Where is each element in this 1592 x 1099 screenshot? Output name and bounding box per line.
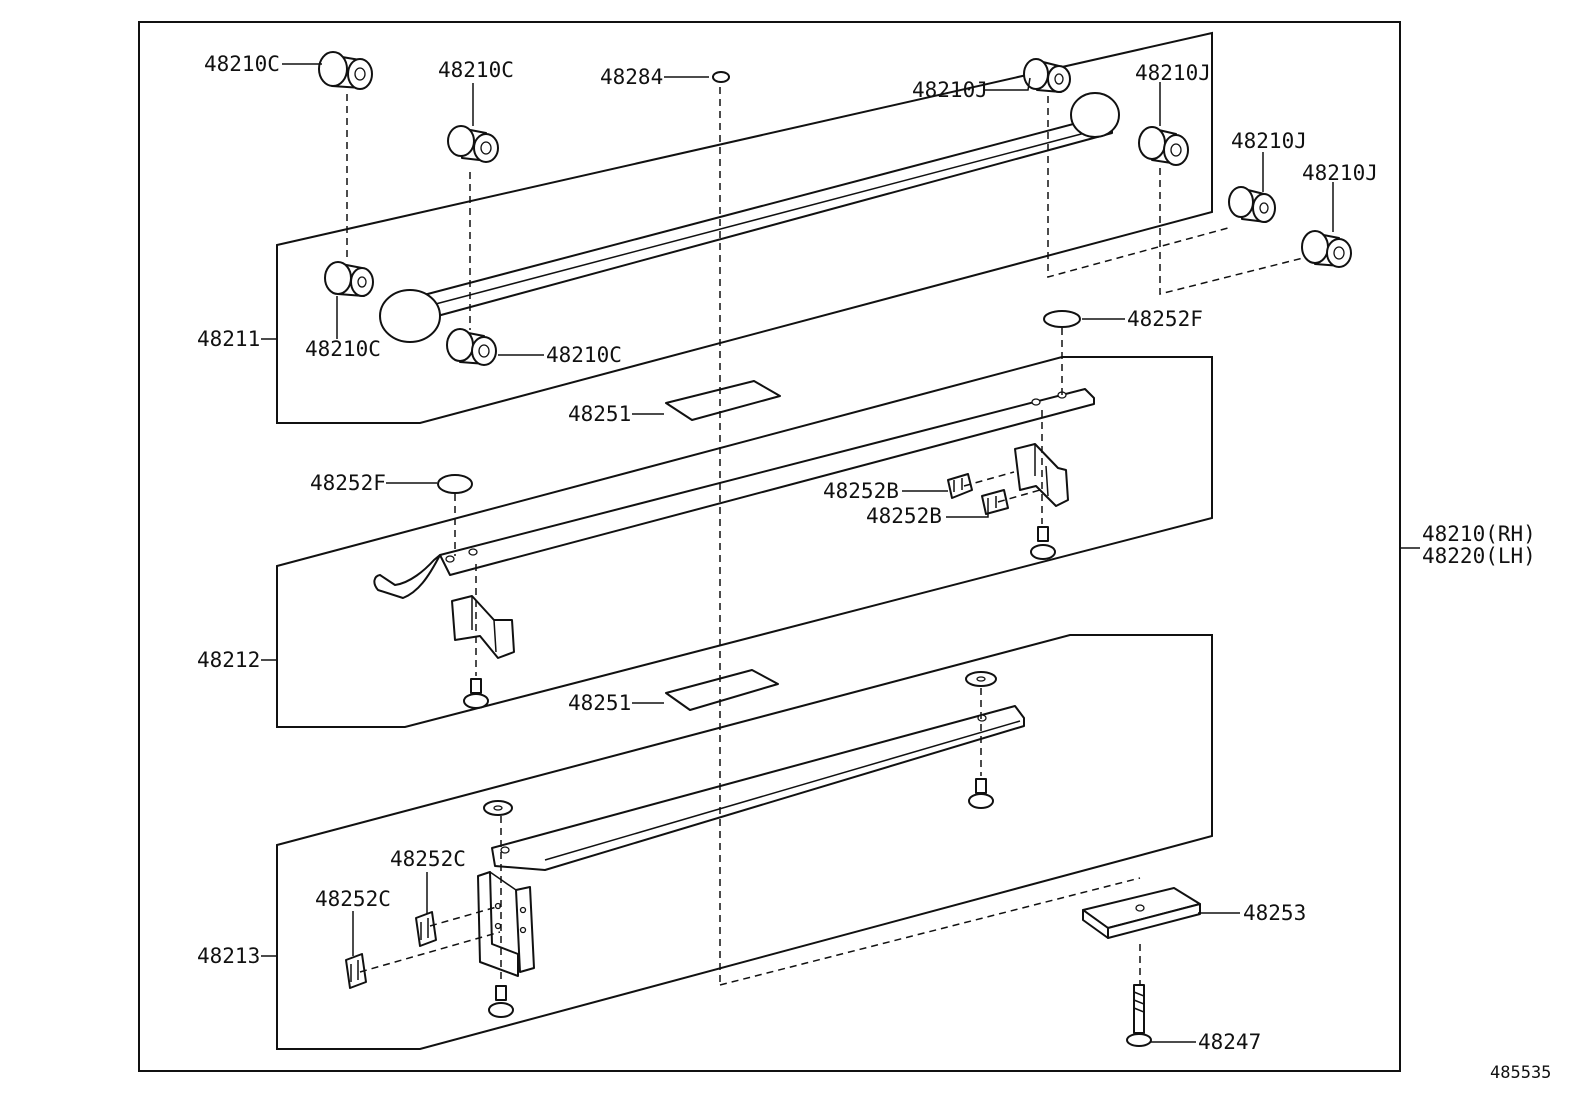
bushing-icon [446, 328, 497, 366]
bolt-icon [1126, 984, 1152, 1047]
washer-icon [493, 805, 503, 811]
bushing-icon [1138, 126, 1189, 166]
bolt-icon [463, 678, 489, 709]
outer-frame [138, 21, 1401, 1072]
spacer-pad-icon [1082, 887, 1201, 939]
label-48220-lh: 48220(LH) [1422, 544, 1536, 568]
bolt-icon [968, 778, 994, 809]
cap-icon [437, 474, 473, 494]
label-48210-rh: 48210(RH) [1422, 522, 1536, 546]
bolt-icon [488, 985, 514, 1018]
leaf-spring-48212-icon [373, 388, 1095, 599]
leaf-spring-48213-icon [491, 705, 1025, 871]
label-48252c-2: 48252C [315, 887, 391, 911]
label-48210c-lower-right: 48210C [546, 343, 622, 367]
label-48210c-top-left: 48210C [204, 52, 280, 76]
label-48251-lower: 48251 [568, 691, 631, 715]
bushing-icon [1228, 186, 1276, 223]
spacer-pad-icon [665, 669, 779, 711]
rivet-icon [712, 71, 730, 83]
bushing-icon [1023, 58, 1071, 93]
clamp-bracket-icon [451, 595, 515, 659]
channel-bracket-icon [477, 871, 535, 977]
clip-icon [345, 953, 367, 989]
leaf-spring-48211-icon [379, 92, 1120, 343]
panel-48213 [276, 634, 1213, 1050]
washer-icon [976, 676, 986, 682]
bushing-icon [1301, 230, 1352, 268]
label-48212: 48212 [197, 648, 260, 672]
clip-icon [415, 911, 437, 947]
label-48252f-left: 48252F [310, 471, 386, 495]
label-48251-upper: 48251 [568, 402, 631, 426]
spacer-pad-icon [665, 380, 781, 421]
label-48252b-2: 48252B [866, 504, 942, 528]
clip-icon [981, 489, 1009, 515]
label-48210j-1: 48210J [912, 78, 988, 102]
label-48210j-3: 48210J [1231, 129, 1307, 153]
label-48213: 48213 [197, 944, 260, 968]
bolt-icon [1030, 526, 1056, 560]
bushing-icon [447, 125, 499, 163]
clip-icon [947, 473, 973, 499]
catalog-id: 485535 [1490, 1063, 1551, 1083]
label-48247: 48247 [1198, 1030, 1261, 1054]
assembly-guide-lines [346, 87, 1304, 986]
bushing-icon [324, 261, 374, 297]
label-48210c-lower-left: 48210C [305, 337, 381, 361]
label-48253: 48253 [1243, 901, 1306, 925]
label-48210c-top-mid: 48210C [438, 58, 514, 82]
label-48284: 48284 [600, 65, 663, 89]
leader-lines [261, 63, 1420, 1043]
label-48211: 48211 [197, 327, 260, 351]
label-48252b-1: 48252B [823, 479, 899, 503]
label-48252c-1: 48252C [390, 847, 466, 871]
label-48210j-2: 48210J [1135, 61, 1211, 85]
label-48252f-right: 48252F [1127, 307, 1203, 331]
bushing-icon [318, 51, 373, 90]
cap-icon [1043, 310, 1081, 328]
label-48210j-4: 48210J [1302, 161, 1378, 185]
